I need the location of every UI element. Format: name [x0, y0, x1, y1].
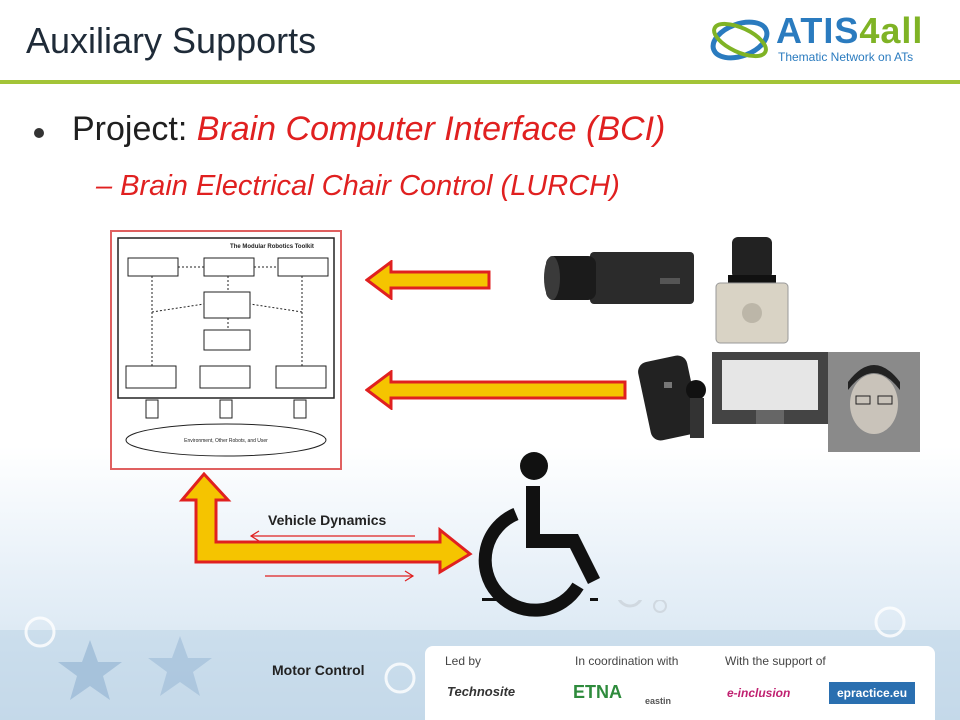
etna-logo: ETNA	[573, 682, 622, 702]
logo-name: ATIS	[776, 10, 860, 51]
bullet-project: Project: Brain Computer Interface (BCI)	[72, 110, 665, 149]
diagram-ground-label: Environment, Other Robots, and User	[184, 438, 268, 444]
laser-sensor-image	[715, 237, 789, 344]
joystick-image	[638, 355, 706, 441]
diagram-title: The Modular Robotics Toolkit	[230, 244, 314, 250]
eeg-user-image	[828, 352, 920, 452]
vehicle-dynamics-label: Vehicle Dynamics	[268, 512, 387, 528]
logo-tagline: Thematic Network on ATs	[778, 50, 914, 64]
bullet-highlight: Brain Computer Interface (BCI)	[196, 110, 666, 148]
touchscreen-image	[712, 352, 828, 424]
toolkit-diagram: The Modular Robotics Toolkit Environment…	[110, 230, 342, 470]
sub-bullet-lurch: – Brain Electrical Chair Control (LURCH)	[96, 170, 620, 202]
e-inclusion-logo: e-inclusion	[727, 686, 791, 700]
wheelchair-icon	[478, 452, 600, 617]
bullet-prefix: Project:	[72, 110, 197, 148]
arrow-from-interfaces	[365, 370, 627, 410]
logo-number: 4all	[859, 10, 924, 51]
partners-footer: Led by In coordination with With the sup…	[425, 646, 935, 720]
footer-support: With the support of	[725, 654, 826, 668]
technosite-logo: Technosite	[447, 684, 516, 699]
footer-coordination: In coordination with	[575, 654, 679, 668]
motor-control-label: Motor Control	[272, 662, 365, 678]
epractice-logo: epractice.eu	[829, 682, 916, 704]
vehicle-dynamics-arrows	[249, 530, 415, 582]
arrow-from-sensors	[365, 260, 491, 300]
footer-led-by: Led by	[445, 654, 482, 668]
atis4all-logo	[710, 19, 770, 61]
bullet-marker	[34, 128, 44, 138]
arrow-to-wheelchair	[178, 472, 473, 575]
title-underline	[0, 80, 960, 84]
slide-title: Auxiliary Supports	[26, 20, 317, 61]
eastin-logo: eastin	[645, 696, 672, 706]
camera-image	[544, 252, 694, 304]
logo-wordmark: ATIS4all	[776, 10, 923, 52]
toolkit-diagram-graphic: The Modular Robotics Toolkit Environment…	[117, 237, 335, 457]
